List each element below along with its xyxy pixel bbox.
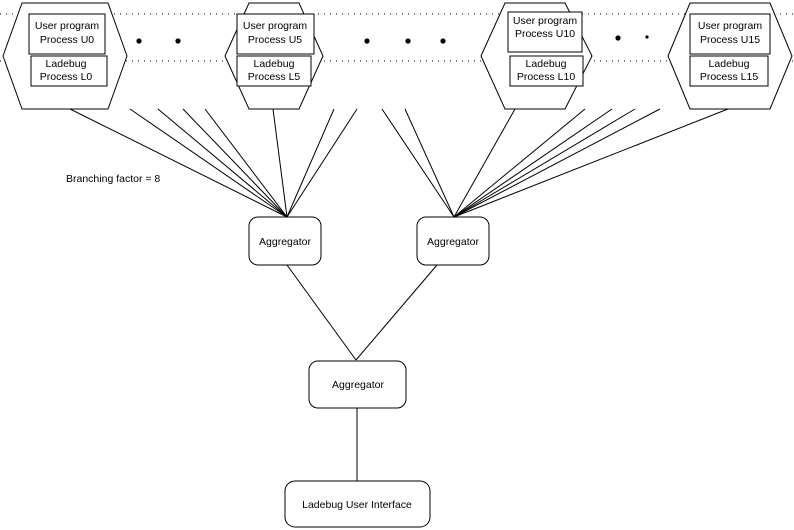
ladebug-line2: Process L10 — [517, 71, 576, 83]
aggregator-left: Aggregator — [248, 216, 322, 266]
aggregator-root: Aggregator — [308, 360, 407, 409]
ladebug-line1: Ladebug — [254, 58, 295, 70]
ui-label: Ladebug User Interface — [302, 499, 412, 511]
user-program-line1: User program — [35, 20, 99, 32]
ellipsis-dot — [175, 38, 181, 44]
ellipsis-dot — [364, 38, 370, 44]
ladebug-box — [236, 55, 312, 87]
user-program-line1: User program — [698, 20, 762, 32]
user-program-line1: User program — [513, 15, 577, 27]
user-program-line2: Process U5 — [248, 34, 302, 46]
aggregator-box — [248, 216, 322, 266]
process-node-0: User program Process U0 Ladebug Process … — [2, 2, 128, 110]
ladebug-line1: Ladebug — [46, 58, 87, 70]
ladebug-line2: Process L5 — [248, 71, 301, 83]
ladebug-line2: Process L0 — [40, 71, 93, 83]
ladebug-line1: Ladebug — [526, 58, 567, 70]
user-program-box — [689, 13, 771, 55]
user-program-line2: Process U15 — [700, 34, 760, 46]
ui-box — [284, 480, 431, 528]
aggregator-label: Aggregator — [427, 236, 479, 248]
edges-right-group — [381, 108, 729, 218]
user-program-line1: User program — [243, 20, 307, 32]
ellipsis-dot — [136, 38, 142, 44]
ladebug-line1: Ladebug — [709, 58, 750, 70]
aggregator-label: Aggregator — [332, 379, 384, 391]
ladebug-box — [689, 55, 769, 87]
ellipsis-dot — [645, 35, 649, 39]
user-program-box — [507, 11, 583, 53]
aggregator-right: Aggregator — [416, 216, 490, 266]
ellipsis-dot — [615, 35, 621, 41]
aggregator-box — [416, 216, 490, 266]
branching-factor-label: Branching factor = 8 — [66, 173, 160, 185]
ellipsis-dot — [440, 38, 446, 44]
process-node-5: User program Process U5 Ladebug Process … — [224, 2, 324, 110]
ellipsis-dot — [405, 38, 411, 44]
edge-left-agg-to-root — [286, 264, 357, 361]
ladebug-box — [509, 55, 584, 87]
ellipsis-dots — [136, 35, 649, 44]
process-node-15: User program Process U15 Ladebug Process… — [667, 2, 793, 110]
ladebug-user-interface: Ladebug User Interface — [284, 480, 431, 528]
ladebug-line2: Process L15 — [700, 71, 759, 83]
aggregator-label: Aggregator — [259, 236, 311, 248]
aggregator-box — [308, 360, 407, 409]
user-program-box — [28, 13, 106, 55]
edges-left-group — [69, 108, 358, 218]
user-program-line2: Process U0 — [40, 34, 94, 46]
process-node-10: User program Process U10 Ladebug Process… — [480, 2, 593, 110]
user-program-box — [236, 13, 315, 55]
ladebug-box — [30, 55, 108, 87]
user-program-line2: Process U10 — [515, 28, 575, 40]
edge-right-agg-to-root — [355, 264, 438, 361]
